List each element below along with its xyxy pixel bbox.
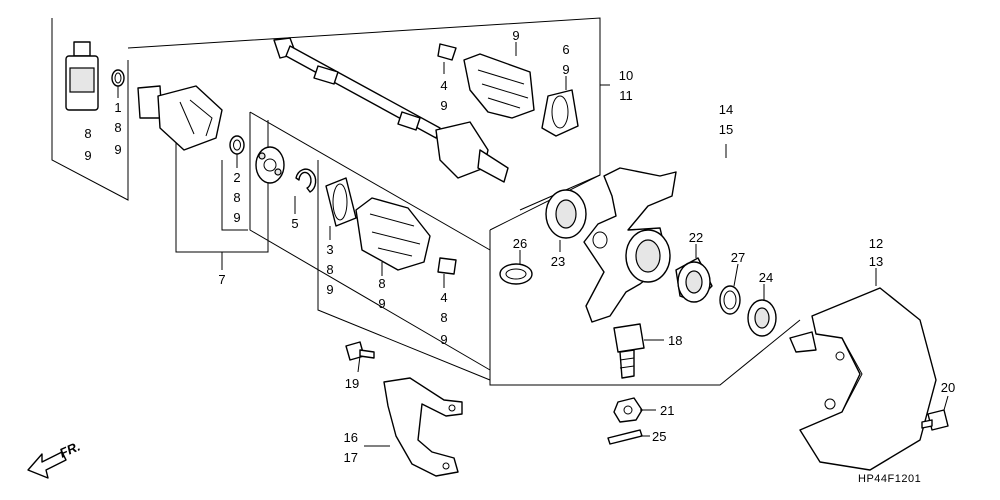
label-6-6: 6 <box>562 42 569 57</box>
knuckle-group-frame <box>489 174 801 386</box>
leader-lines <box>117 42 949 447</box>
label-14: 14 <box>719 102 733 117</box>
inboard-boot-icon <box>355 197 431 271</box>
label-23: 23 <box>551 254 565 269</box>
label-10: 10 <box>619 68 633 83</box>
label-9: 9 <box>512 28 519 43</box>
label-20: 20 <box>941 380 955 395</box>
steering-knuckle-icon <box>583 167 677 323</box>
label-3-3: 3 <box>326 242 333 257</box>
label-3-9: 9 <box>326 282 333 297</box>
cotter-pin-25-icon <box>607 429 643 445</box>
snap-ring-27-icon <box>719 285 741 315</box>
label-2-8: 8 <box>233 190 240 205</box>
label-11: 11 <box>619 88 633 103</box>
boot-band-inboard-large-icon <box>325 177 357 227</box>
bracket-16-icon <box>383 377 463 477</box>
ball-joint-18-icon <box>613 323 645 379</box>
label-3-8: 8 <box>326 262 333 277</box>
label-19: 19 <box>345 376 359 391</box>
label-18: 18 <box>668 333 682 348</box>
label-16: 16 <box>344 430 358 445</box>
bolt-19-icon <box>345 341 375 361</box>
label-26: 26 <box>513 236 527 251</box>
label-24: 24 <box>759 270 773 285</box>
label-22: 22 <box>689 230 703 245</box>
direction-label: FR. <box>57 439 82 461</box>
outboard-boot-icon <box>463 53 535 119</box>
boot-band-small-bottom-icon <box>437 257 457 275</box>
driveshaft-icon <box>273 37 509 183</box>
seal-24-icon <box>747 299 777 337</box>
grease-bottle-icon <box>65 41 99 111</box>
bolt-20-icon <box>921 409 949 431</box>
label-25: 25 <box>652 429 666 444</box>
boot-band-large-top-icon <box>541 89 579 137</box>
label-17: 17 <box>344 450 358 465</box>
label-2-2: 2 <box>233 170 240 185</box>
label-27: 27 <box>731 250 745 265</box>
label-boot-9: 9 <box>378 296 385 311</box>
label-1-1: 1 <box>114 100 121 115</box>
label-bottle-9: 9 <box>84 148 91 163</box>
label-6-9: 9 <box>562 62 569 77</box>
label-4b-8: 8 <box>440 310 447 325</box>
label-13: 13 <box>869 254 883 269</box>
label-4b-4: 4 <box>440 290 447 305</box>
label-boot-8: 8 <box>378 276 385 291</box>
callout-labels: 8 9 1 8 9 2 8 9 5 7 3 8 9 8 9 4 8 9 4 9 … <box>84 28 955 465</box>
hub-bearing-icon <box>675 257 713 303</box>
snap-ring-1-icon <box>111 69 125 87</box>
nut-21-icon <box>613 397 643 423</box>
splash-shield-icon <box>789 287 937 471</box>
snap-ring-5-icon <box>295 168 317 193</box>
label-2-9: 9 <box>233 210 240 225</box>
inboard-joint-icon <box>137 85 223 151</box>
front-direction-arrow-icon: FR. <box>27 439 82 479</box>
seal-23-icon <box>545 189 587 239</box>
label-bottle-8: 8 <box>84 126 91 141</box>
label-12: 12 <box>869 236 883 251</box>
label-4a-4: 4 <box>440 78 447 93</box>
diagram-code: HP44F1201 <box>858 473 921 485</box>
label-7: 7 <box>218 272 225 287</box>
label-4b-9: 9 <box>440 332 447 347</box>
ring-26-icon <box>499 263 533 285</box>
tripod-joint-icon <box>255 146 285 184</box>
label-21: 21 <box>660 403 674 418</box>
label-5: 5 <box>291 216 298 231</box>
label-4a-9: 9 <box>440 98 447 113</box>
label-15: 15 <box>719 122 733 137</box>
boot-band-small-top-icon <box>437 43 457 61</box>
label-1-9: 9 <box>114 142 121 157</box>
label-1-8: 8 <box>114 120 121 135</box>
clip-2-icon <box>229 135 245 155</box>
